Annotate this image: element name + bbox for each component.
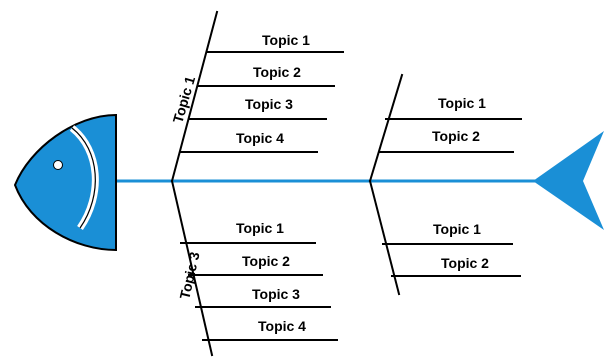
branch-upper-left-bone <box>170 10 219 183</box>
branch-upper-right-bone <box>368 73 404 183</box>
topic-label: Topic 2 <box>253 64 301 80</box>
topic-label: Topic 4 <box>258 318 306 334</box>
topic-label: Topic 2 <box>432 128 480 144</box>
fish-tail-icon <box>533 131 604 230</box>
topic-label: Topic 2 <box>242 253 290 269</box>
topic-label: Topic 1 <box>438 95 486 111</box>
branch-upper-left: Topic 1 Topic 1 Topic 2 Topic 3 Topic 4 <box>170 10 344 183</box>
topic-label: Topic 1 <box>433 221 481 237</box>
topic-label: Topic 3 <box>252 286 300 302</box>
topic-label: Topic 3 <box>245 96 293 112</box>
branch-lower-left: Topic 3 Topic 1 Topic 2 Topic 3 Topic 4 <box>170 179 338 357</box>
topic-label: Topic 4 <box>236 130 284 146</box>
branch-lower-left-bone <box>170 179 214 357</box>
fish-head-icon <box>13 113 117 252</box>
branch-lower-right: Topic 1 Topic 2 <box>368 179 521 296</box>
branch-upper-right: Topic 1 Topic 2 <box>368 73 522 183</box>
topic-label: Topic 2 <box>441 255 489 271</box>
topic-label: Topic 1 <box>262 32 310 48</box>
branch-lower-right-bone <box>368 179 401 296</box>
topic-label: Topic 1 <box>236 220 284 236</box>
